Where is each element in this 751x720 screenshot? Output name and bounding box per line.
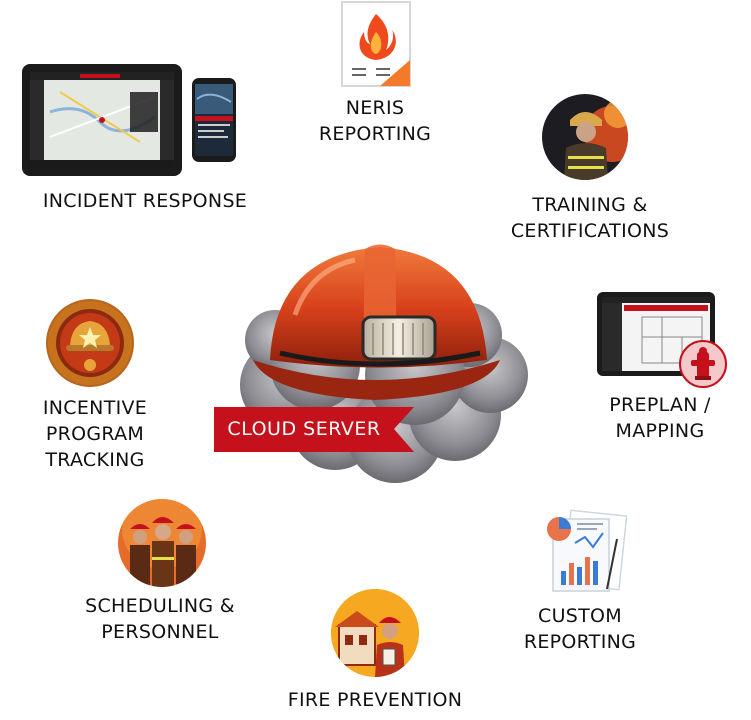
- cloud-server-label: CLOUD SERVER: [227, 418, 381, 440]
- module-fire-prevention[interactable]: FIRE PREVENTION: [270, 585, 480, 720]
- report-charts-icon: [547, 509, 627, 592]
- helmet-cloud-illustration: [240, 244, 528, 483]
- fire-inspector-icon: [331, 589, 419, 677]
- module-neris-reporting[interactable]: NERIS REPORTING: [300, 0, 450, 150]
- cloud-server-hub: [215, 235, 535, 485]
- incentive-program-tracking-label: INCENTIVE PROGRAM TRACKING: [42, 397, 148, 471]
- fire-prevention-label: FIRE PREVENTION: [287, 689, 463, 711]
- cloud-server-banner: CLOUD SERVER: [214, 407, 414, 452]
- neris-reporting-label: NERIS REPORTING: [318, 97, 432, 145]
- preplan-mapping-label: PREPLAN / MAPPING: [609, 394, 711, 442]
- tablet-device-icon: [22, 64, 182, 176]
- module-incentive-program-tracking[interactable]: INCENTIVE PROGRAM TRACKING: [20, 295, 170, 475]
- module-preplan-mapping[interactable]: PREPLAN / MAPPING: [585, 290, 735, 450]
- phone-device-icon: [192, 78, 236, 162]
- incentive-badge-icon: [46, 299, 134, 387]
- firefighter-training-icon: [542, 94, 628, 180]
- custom-reporting-label: CUSTOM REPORTING: [523, 605, 637, 653]
- scheduling-personnel-label: SCHEDULING & PERSONNEL: [85, 595, 235, 643]
- incident-response-label: INCIDENT RESPONSE: [42, 190, 248, 212]
- training-certifications-label: TRAINING & CERTIFICATIONS: [510, 194, 670, 242]
- module-scheduling-personnel[interactable]: SCHEDULING & PERSONNEL: [75, 495, 245, 645]
- module-incident-response[interactable]: INCIDENT RESPONSE: [20, 60, 260, 220]
- map-screen-icon: [30, 72, 174, 168]
- module-training-certifications[interactable]: TRAINING & CERTIFICATIONS: [500, 90, 680, 250]
- module-custom-reporting[interactable]: CUSTOM REPORTING: [505, 505, 655, 655]
- neris-flame-document-icon: [341, 1, 411, 87]
- fire-hydrant-icon: [679, 340, 727, 388]
- firefighter-crew-icon: [118, 499, 206, 587]
